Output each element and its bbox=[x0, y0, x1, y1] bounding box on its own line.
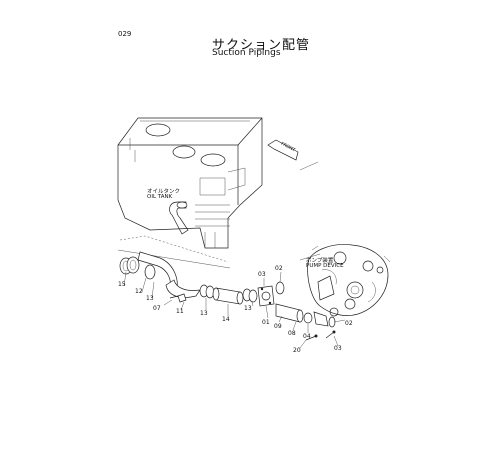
front-arrow-icon bbox=[267, 139, 299, 161]
part-number-12: 12 bbox=[135, 288, 143, 295]
fittings-08-04 bbox=[303, 311, 336, 328]
hose-clamps-13b bbox=[199, 284, 215, 299]
part-number-14: 14 bbox=[222, 316, 230, 323]
pump-device-label-jp: ポンプ装置 bbox=[306, 258, 334, 264]
part-number-13b: 13 bbox=[200, 310, 208, 317]
part-number-13c: 13 bbox=[244, 305, 252, 312]
oil-tank bbox=[117, 117, 263, 249]
part-number-01: 01 bbox=[262, 319, 270, 326]
oil-tank-label-en: OIL TANK bbox=[147, 194, 173, 200]
bolts bbox=[169, 295, 336, 341]
diagram-title-japanese: サクション配管 bbox=[212, 38, 311, 53]
hose-clamps-15 bbox=[119, 256, 140, 275]
page-number: 029 bbox=[118, 30, 132, 38]
oil-tank-label-jp: オイルタンク bbox=[147, 189, 181, 195]
part-number-07: 07 bbox=[153, 305, 161, 312]
reference-lines bbox=[117, 235, 231, 269]
diagram-title-english: Suction Pipings bbox=[212, 48, 281, 58]
part-number-15: 15 bbox=[118, 281, 126, 288]
part-number-08: 08 bbox=[288, 330, 296, 337]
hose-clamps-13c bbox=[242, 288, 258, 303]
hose-14 bbox=[212, 287, 244, 305]
pump-device-label-en: PUMP DEVICE bbox=[306, 263, 344, 269]
o-ring-02a bbox=[275, 281, 285, 295]
elbow-pipe bbox=[165, 279, 201, 303]
part-number-04: 04 bbox=[303, 333, 311, 340]
part-number-03a: 03 bbox=[258, 271, 266, 278]
flange-01 bbox=[257, 285, 275, 307]
leader-lines bbox=[123, 161, 346, 349]
part-number-02b: 02 bbox=[345, 320, 353, 327]
part-number-20: 20 bbox=[293, 347, 301, 354]
part-number-09: 09 bbox=[274, 323, 282, 330]
pump-device bbox=[307, 244, 391, 317]
pipe-09 bbox=[275, 303, 304, 323]
part-number-13a: 13 bbox=[146, 295, 154, 302]
part-number-03b: 03 bbox=[334, 345, 342, 352]
part-number-02a: 02 bbox=[275, 265, 283, 272]
part-number-11: 11 bbox=[176, 308, 184, 315]
